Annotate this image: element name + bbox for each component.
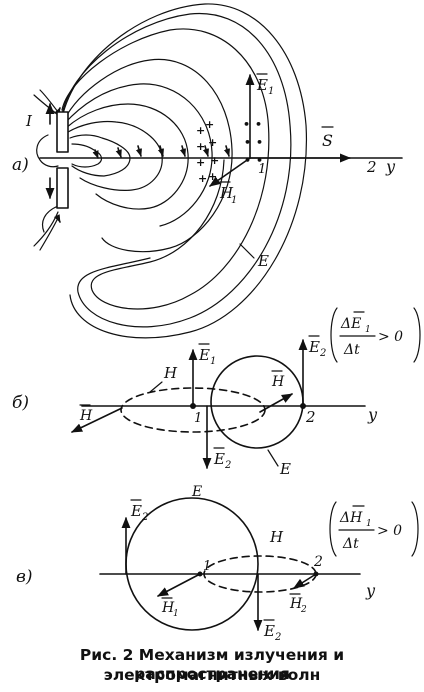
svg-text:•: • <box>243 118 250 131</box>
point-2-a: 2 <box>366 158 377 176</box>
e2-bottom-sub-b: 2 <box>224 460 231 471</box>
panel-c: в) E H E 2 E 2 H 1 H 2 1 2 y ΔH 1 Δt > 0 <box>16 484 419 643</box>
panel-a: ++ ++ ++ ++ •• •• •• а) I E 1 S H <box>12 3 403 339</box>
point-2-label-c: 2 <box>313 554 323 570</box>
axis-y-a: y <box>385 157 396 176</box>
caption-line-1: Рис. 2 Механизм излучения и распростране… <box>79 646 345 683</box>
point-1-dot-c <box>197 571 203 577</box>
h2-vector-c <box>293 573 317 589</box>
h1-vector-a <box>209 157 251 187</box>
svg-text:•: • <box>256 136 263 149</box>
axis-y-b: y <box>367 405 378 424</box>
svg-text:•: • <box>255 118 262 131</box>
dipole-antenna <box>45 102 69 209</box>
panel-b: б) H H E 1 H E 2 E 2 1 2 y E ΔE 1 Δt > 0 <box>12 307 421 478</box>
formula-c-cmp: > 0 <box>377 523 402 539</box>
point-1-dot-b <box>190 403 196 409</box>
e2-bottom-label-b: E <box>213 450 225 468</box>
point-1-label-b: 1 <box>194 411 202 426</box>
e-circle-b <box>210 355 304 449</box>
point-2-dot-b <box>300 403 306 409</box>
point-1-a: 1 <box>258 162 266 177</box>
e2-top-sub-b: 2 <box>319 348 326 359</box>
formula-c-den: Δt <box>342 536 359 552</box>
panel-a-tag: а) <box>12 155 29 175</box>
h2-sub-c: 2 <box>300 605 307 615</box>
charge-marks: ++ ++ ++ ++ •• •• •• <box>196 118 263 185</box>
h1-sub-a: 1 <box>231 195 237 206</box>
e-label-c: E <box>191 484 202 500</box>
formula-c: ΔH 1 Δt > 0 <box>329 501 419 557</box>
current-label: I <box>25 112 33 130</box>
formula-c-num-sub: 1 <box>366 519 372 529</box>
e2-top-sub-c: 2 <box>141 512 148 523</box>
e1-sub-b: 1 <box>210 356 216 367</box>
svg-text:+: + <box>198 172 207 185</box>
e1-label-a: E <box>256 76 268 94</box>
e-leader-b <box>267 449 279 467</box>
e2-bottom-sub-c: 2 <box>274 632 281 643</box>
svg-text:+: + <box>208 136 217 149</box>
s-label: S <box>322 131 333 150</box>
svg-text:+: + <box>210 154 219 167</box>
panel-b-tag: б) <box>12 393 29 413</box>
svg-text:•: • <box>256 154 263 167</box>
point-2-dot-c <box>313 571 319 577</box>
point-2-label-b: 2 <box>305 408 316 426</box>
h-left-vector-b <box>70 407 123 433</box>
point-1-label-c: 1 <box>203 559 211 574</box>
h1-sub-c: 1 <box>173 609 179 619</box>
svg-text:+: + <box>196 124 205 137</box>
e-label-b: E <box>279 460 291 478</box>
svg-text:+: + <box>196 156 205 169</box>
svg-text:+: + <box>208 170 217 183</box>
formula-b: ΔE 1 Δt > 0 <box>330 307 421 363</box>
svg-text:•: • <box>244 136 251 149</box>
h-left-label-b: H <box>79 408 93 424</box>
field-line-arrows <box>53 107 230 223</box>
svg-text:+: + <box>205 118 214 131</box>
e-label-leader-a <box>239 243 255 259</box>
formula-b-den: Δt <box>343 342 360 358</box>
e2-top-label-b: E <box>308 338 320 356</box>
h-right-label-b: H <box>271 374 285 390</box>
h2-label-c: H <box>289 596 303 612</box>
h1-label-c: H <box>161 600 175 616</box>
formula-b-num-sub: 1 <box>365 325 371 335</box>
e-line-label-a: E <box>257 252 269 270</box>
e2-bottom-label-c: E <box>263 622 275 640</box>
formula-b-cmp: > 0 <box>378 329 403 345</box>
h-leader-b <box>149 381 163 393</box>
formula-c-num: ΔH <box>339 510 363 526</box>
e1-label-b: E <box>198 346 210 364</box>
h1-vector-c <box>157 573 201 597</box>
h-label-c: H <box>269 528 284 546</box>
h1-label-a: H <box>219 184 234 202</box>
h-label-b: H <box>163 364 178 382</box>
svg-text:+: + <box>196 140 205 153</box>
e1-sub-a: 1 <box>268 86 274 97</box>
caption-line-2: электромагнитных волн <box>103 666 321 684</box>
formula-b-num: ΔE <box>340 316 361 332</box>
h-right-vector-b <box>259 393 293 413</box>
axis-y-c: y <box>365 581 376 600</box>
e2-top-label-c: E <box>130 502 142 520</box>
panel-c-tag: в) <box>16 567 33 587</box>
